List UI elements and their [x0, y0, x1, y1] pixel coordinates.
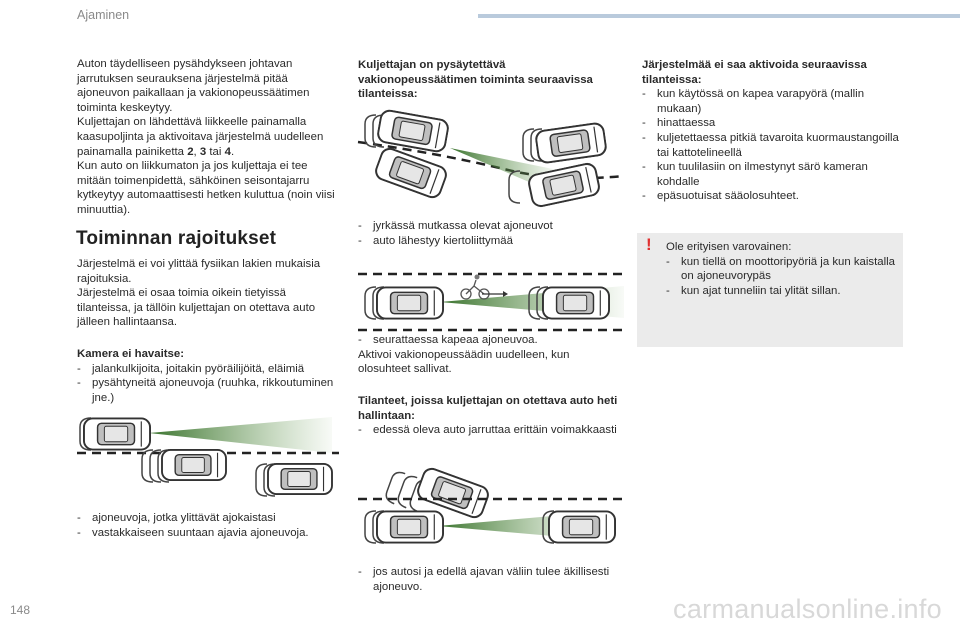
col2-list-4: jos autosi ja edellä ajavan väliin tulee… — [358, 565, 623, 594]
intro-paragraph-3: Kun auto on liikkumaton ja jos kuljettaj… — [77, 160, 335, 216]
camera-section: Kamera ei havaitse: jalankulkijoita, joi… — [77, 347, 339, 405]
col2-list-2: seurattaessa kapeaa ajoneuvoa. Aktivoi v… — [358, 333, 623, 377]
button-ref-4: 4 — [224, 145, 231, 158]
camera-list: jalankulkijoita, joitakin pyöräilijöitä,… — [77, 362, 339, 406]
page-number: 148 — [10, 603, 31, 617]
illustration-cut-in — [358, 465, 624, 544]
intro-paragraph-1: Auton täydelliseen pysähdykseen johtavan… — [77, 58, 310, 114]
illustration-crossing-vehicles — [77, 417, 339, 497]
warning-box: ! Ole erityisen varovainen: kun tiellä o… — [637, 233, 903, 347]
intro-paragraph-2: Kuljettajan on lähdettävä liikkeelle pai… — [77, 116, 324, 158]
warning-title: Ole erityisen varovainen: — [666, 241, 792, 253]
list-item: jos autosi ja edellä ajavan väliin tulee… — [358, 565, 623, 594]
list-item: epäsuotuisat sääolosuhteet. — [642, 189, 904, 204]
list-item: auto lähestyy kiertoliittymää — [358, 234, 623, 249]
list-item: kun tiellä on moottoripyöriä ja kun kais… — [666, 255, 896, 284]
list-item: jyrkässä mutkassa olevat ajoneuvot — [358, 219, 623, 234]
header-bar — [478, 14, 960, 18]
watermark: carmanualsonline.info — [673, 594, 942, 624]
col2-heading-2: Tilanteet, joissa kuljettajan on otettav… — [358, 395, 618, 422]
list-item: vastakkaiseen suuntaan ajavia ajoneuvoja… — [77, 526, 339, 541]
limits-text: Järjestelmä ei voi ylittää fysiikan laki… — [77, 257, 339, 330]
button-ref-2: 2 — [187, 145, 194, 158]
list-item: kun tuulilasiin on ilmestynyt särö kamer… — [642, 160, 904, 189]
reactivate-note: Aktivoi vakionopeussäädin uudelleen, kun… — [358, 348, 570, 376]
col2-heading-1: Kuljettajan on pysäytettävä vakionopeuss… — [358, 59, 593, 101]
cyclist-icon — [460, 274, 490, 300]
list-item: hinattaessa — [642, 116, 904, 131]
col2-section-2: Tilanteet, joissa kuljettajan on otettav… — [358, 394, 623, 438]
camera-heading: Kamera ei havaitse: — [77, 348, 185, 360]
intro-text: Auton täydelliseen pysähdykseen johtavan… — [77, 57, 339, 218]
header-title: Ajaminen — [77, 8, 130, 22]
section-title: Toiminnan rajoitukset — [76, 228, 277, 249]
col3-heading: Järjestelmää ei saa aktivoida seuraaviss… — [642, 59, 867, 86]
illustration-narrow-vehicle — [358, 272, 624, 332]
list-item: edessä oleva auto jarruttaa erittäin voi… — [358, 423, 623, 438]
limits-paragraph-1: Järjestelmä ei voi ylittää fysiikan laki… — [77, 258, 321, 285]
list-item: pysähtyneitä ajoneuvoja (ruuhka, rikkout… — [77, 376, 339, 405]
warning-icon: ! — [646, 235, 652, 254]
col3-section: Järjestelmää ei saa aktivoida seuraaviss… — [642, 58, 904, 204]
list-item: jalankulkijoita, joitakin pyöräilijöitä,… — [77, 362, 339, 377]
list-item: kun käytössä on kapea varapyörä (mallin … — [642, 87, 904, 116]
list-item: kuljetettaessa pitkiä tavaroita kuormaus… — [642, 131, 904, 160]
col2-list-1: jyrkässä mutkassa olevat ajoneuvot auto … — [358, 219, 623, 248]
list-item: seurattaessa kapeaa ajoneuvoa. — [358, 333, 623, 348]
bottom-list: ajoneuvoja, jotka ylittävät ajokaistasi … — [77, 511, 339, 540]
illustration-curve — [357, 108, 625, 209]
list-item: kun ajat tunneliin tai ylität sillan. — [666, 284, 896, 299]
bottom-section: ajoneuvoja, jotka ylittävät ajokaistasi … — [77, 511, 339, 540]
list-item: ajoneuvoja, jotka ylittävät ajokaistasi — [77, 511, 339, 526]
button-ref-3: 3 — [199, 145, 207, 158]
limits-paragraph-2: Järjestelmä ei osaa toimia oikein tietyi… — [77, 287, 316, 329]
